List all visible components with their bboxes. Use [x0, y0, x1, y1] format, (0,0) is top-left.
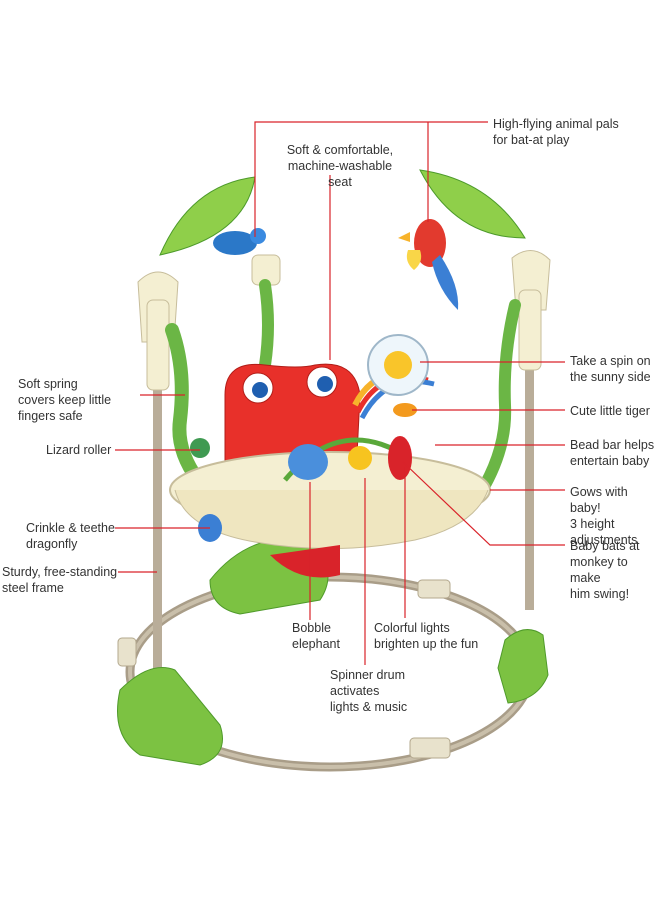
ring-clip-left: [117, 637, 137, 667]
pole-right: [525, 290, 534, 610]
leader-lines: [115, 121, 565, 665]
label-spinner: Spinner drum activates lights & music: [330, 668, 408, 714]
label-soft-spring: Soft spring covers keep little fingers s…: [18, 377, 112, 423]
ring-clip-front: [409, 737, 451, 759]
label-monkey: Baby bats at monkey to make him swing!: [570, 539, 640, 601]
ring-clip-back: [417, 579, 451, 599]
label-elephant: Bobble elephant: [292, 621, 340, 651]
label-lights: Colorful lights brighten up the fun: [374, 621, 479, 651]
pole-left: [153, 300, 162, 680]
seat-leg-opening: [270, 545, 340, 578]
lizard-roller-toy: [190, 438, 210, 458]
seat-pupil-right: [317, 376, 333, 392]
blue-animal-toy: [213, 231, 257, 255]
leaf-right: [419, 169, 526, 239]
base-foot-left: [117, 667, 223, 766]
sun-face: [384, 351, 412, 379]
pole-sleeve-right: [518, 289, 542, 371]
parrot-beak: [398, 232, 410, 242]
spring-cover-left: [165, 323, 205, 487]
label-bead-bar: Bead bar helps entertain baby: [570, 438, 655, 468]
parrot-body: [414, 219, 446, 267]
tiger-toy: [393, 403, 417, 417]
label-height: Gows with baby! 3 height adjustments: [570, 485, 638, 547]
label-seat: Soft & comfortable, machine-washable sea…: [286, 143, 394, 189]
label-crinkle-dragonfly: Crinkle & teethe dragonfly: [26, 521, 115, 551]
label-sunny-side: Take a spin on the sunny side: [570, 354, 651, 384]
label-lizard-roller: Lizard roller: [46, 443, 112, 457]
parrot-tail: [432, 255, 459, 310]
bird-toy: [348, 446, 372, 470]
blue-animal-head: [250, 228, 266, 244]
label-frame: Sturdy, free-standing steel frame: [2, 565, 118, 595]
label-animal-pals: High-flying animal pals for bat-at play: [493, 117, 619, 147]
spring-cover-back: [259, 279, 274, 371]
elephant-toy: [288, 444, 328, 480]
spring-cover-right: [479, 299, 521, 491]
parrot-wing: [406, 250, 422, 270]
label-tiger: Cute little tiger: [570, 404, 650, 418]
monkey-toy: [388, 436, 412, 480]
pole-sleeve-left: [146, 299, 170, 391]
base-foot-right: [497, 629, 549, 704]
seat-pupil-left: [252, 382, 268, 398]
